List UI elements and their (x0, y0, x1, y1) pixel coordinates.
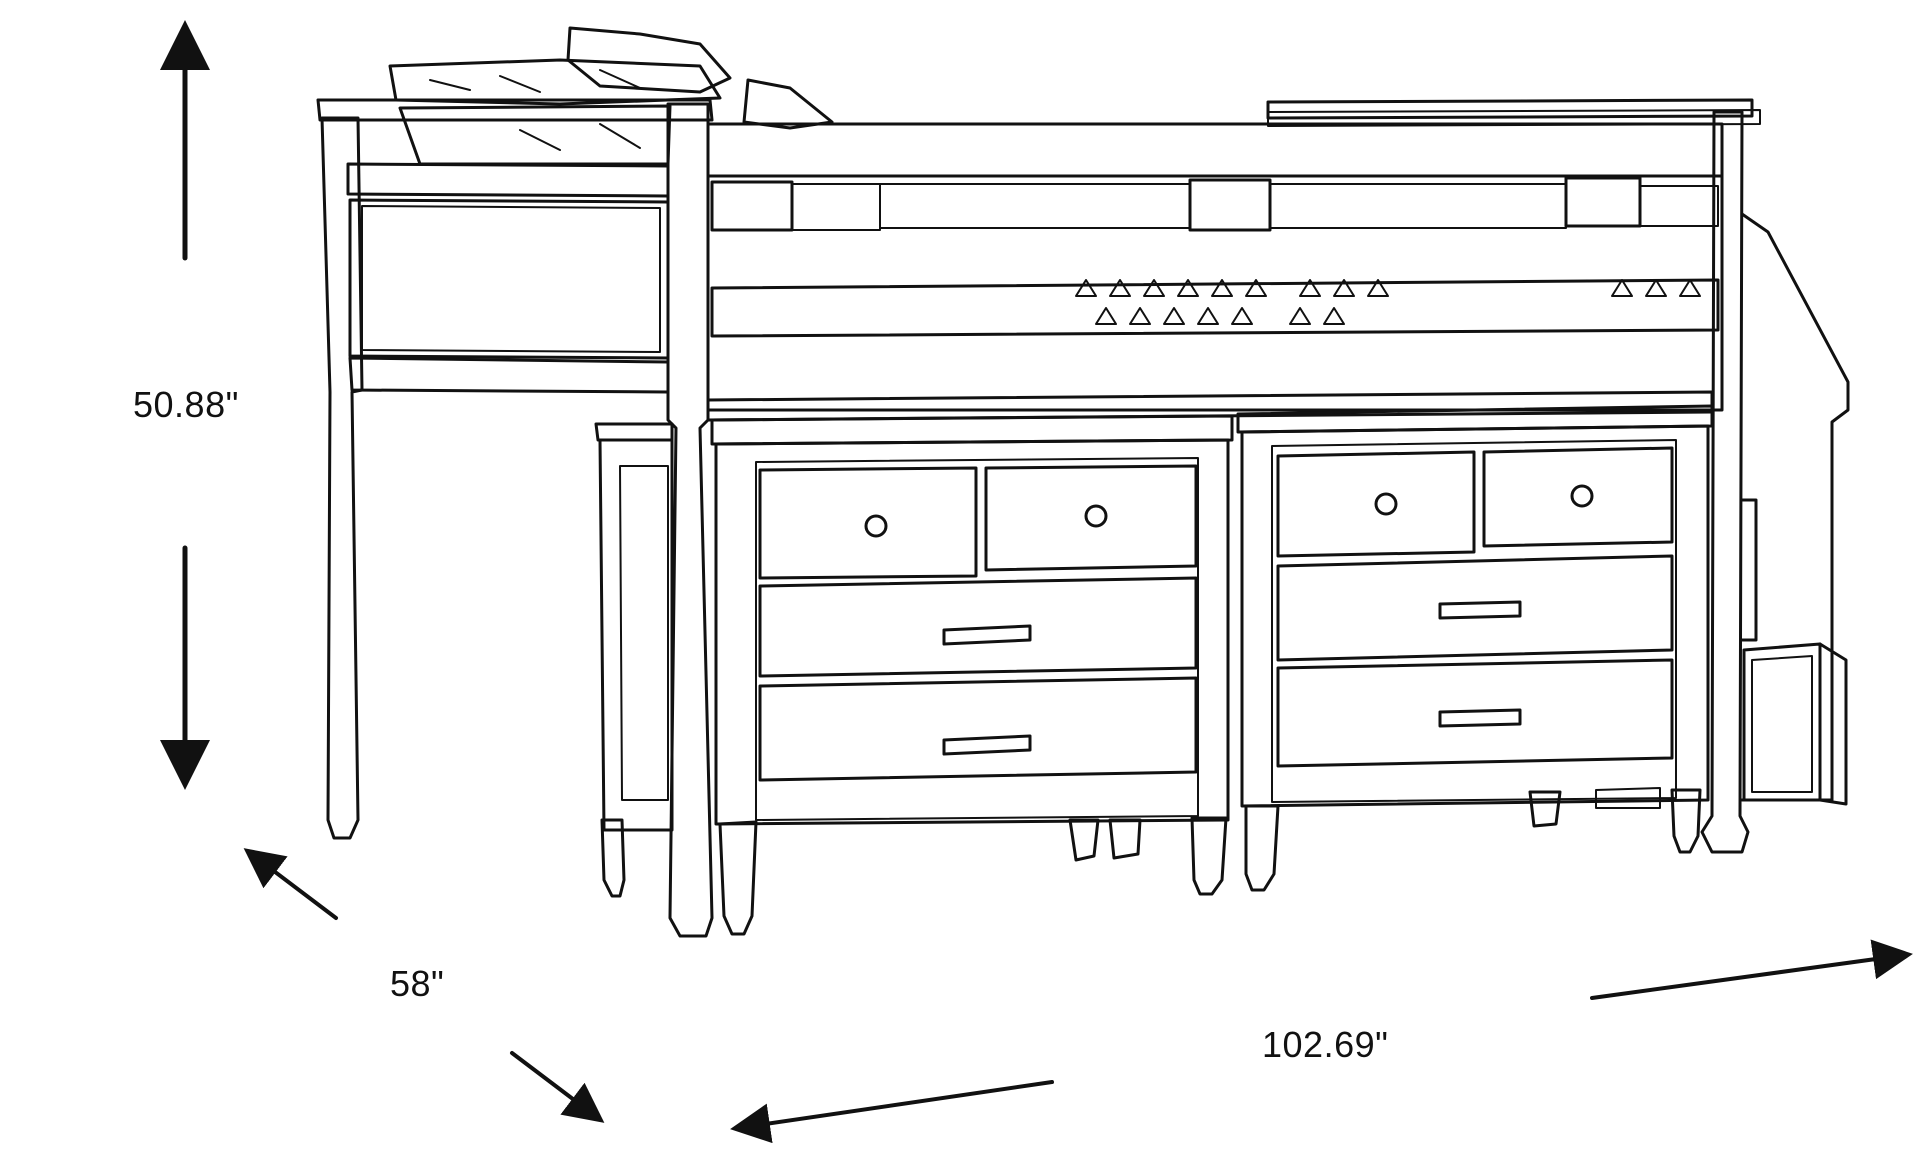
right-dresser (1236, 404, 1714, 892)
depth-dimension-label: 58" (390, 963, 445, 1004)
staircase (1740, 212, 1850, 806)
pillows (388, 26, 834, 166)
side-chest (594, 422, 674, 898)
depth-arrow (243, 848, 605, 1123)
side-guard (706, 122, 1724, 422)
width-arrow (730, 939, 1913, 1144)
left-dresser (710, 414, 1234, 936)
height-dimension-label: 50.88" (133, 384, 239, 425)
right-end-frame (1266, 98, 1761, 854)
width-dimension-label: 102.69" (1262, 1024, 1389, 1065)
left-end-frame (316, 98, 714, 938)
